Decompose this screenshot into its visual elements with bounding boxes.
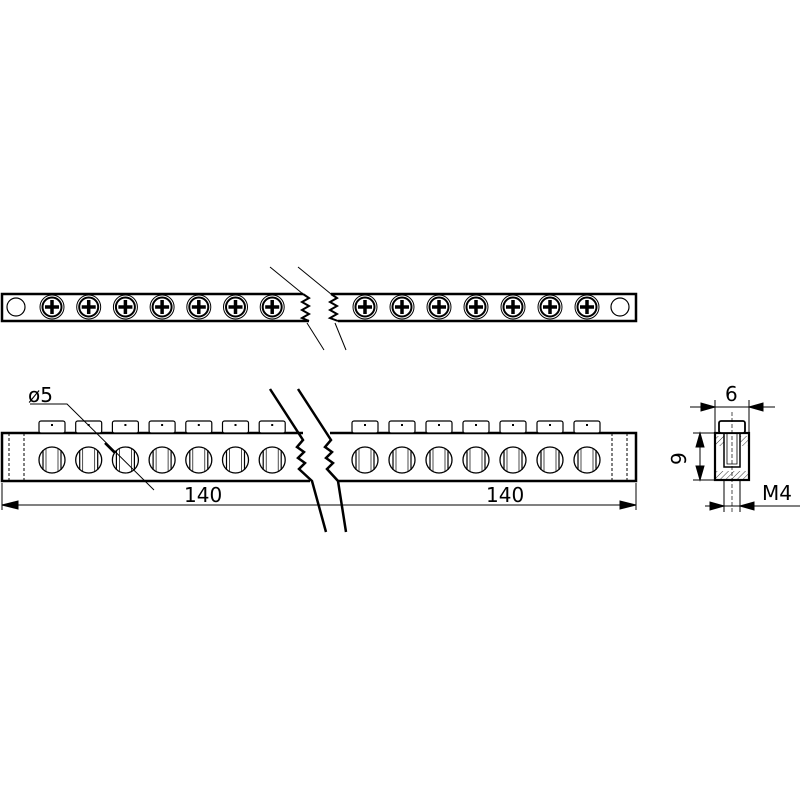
screw-top [574, 294, 600, 320]
screw-top [112, 294, 138, 320]
top-bar-left [0, 292, 309, 323]
terminal-front [499, 420, 527, 474]
terminal-front [351, 420, 379, 474]
thread-label: M4 [762, 481, 792, 505]
screw-top [463, 294, 489, 320]
hole-leader [30, 403, 155, 491]
screw-top [149, 294, 175, 320]
terminal-front [185, 420, 213, 474]
screw-top [186, 294, 212, 320]
top-view [0, 266, 638, 351]
terminal-front [388, 420, 416, 474]
screw-top [426, 294, 452, 320]
top-bar-right [331, 292, 638, 323]
terminal-front [221, 420, 250, 474]
screw-top [389, 294, 415, 320]
mounting-hole-right [610, 297, 630, 317]
length-right-label: 140 [486, 483, 524, 507]
terminal-front [258, 420, 286, 474]
terminal-front [148, 420, 176, 474]
front-bar-right [330, 431, 638, 483]
screw-top [76, 294, 102, 320]
terminal-front [111, 420, 140, 474]
break-line-right [327, 293, 340, 322]
terminal-front [75, 420, 103, 474]
terminal-front [425, 420, 453, 474]
screw-top [223, 294, 248, 320]
side-view [690, 400, 800, 512]
screw-top [537, 294, 563, 320]
terminal-front [462, 420, 490, 474]
break-line-right [296, 388, 348, 533]
front-view [0, 388, 638, 533]
mounting-hole-left [6, 297, 26, 317]
screw-top [39, 294, 65, 320]
screw-top [352, 294, 378, 320]
hole-diameter-label: ø5 [28, 383, 53, 407]
width-label: 6 [725, 382, 738, 406]
break-line-left [299, 293, 312, 322]
terminal-front [536, 420, 564, 474]
terminal-front [573, 420, 601, 474]
terminal-front [38, 420, 66, 474]
height-label: 9 [667, 452, 691, 465]
break-line-left [268, 388, 328, 533]
length-left-label: 140 [184, 483, 222, 507]
screw-top [500, 294, 526, 320]
screw-top [259, 294, 285, 320]
